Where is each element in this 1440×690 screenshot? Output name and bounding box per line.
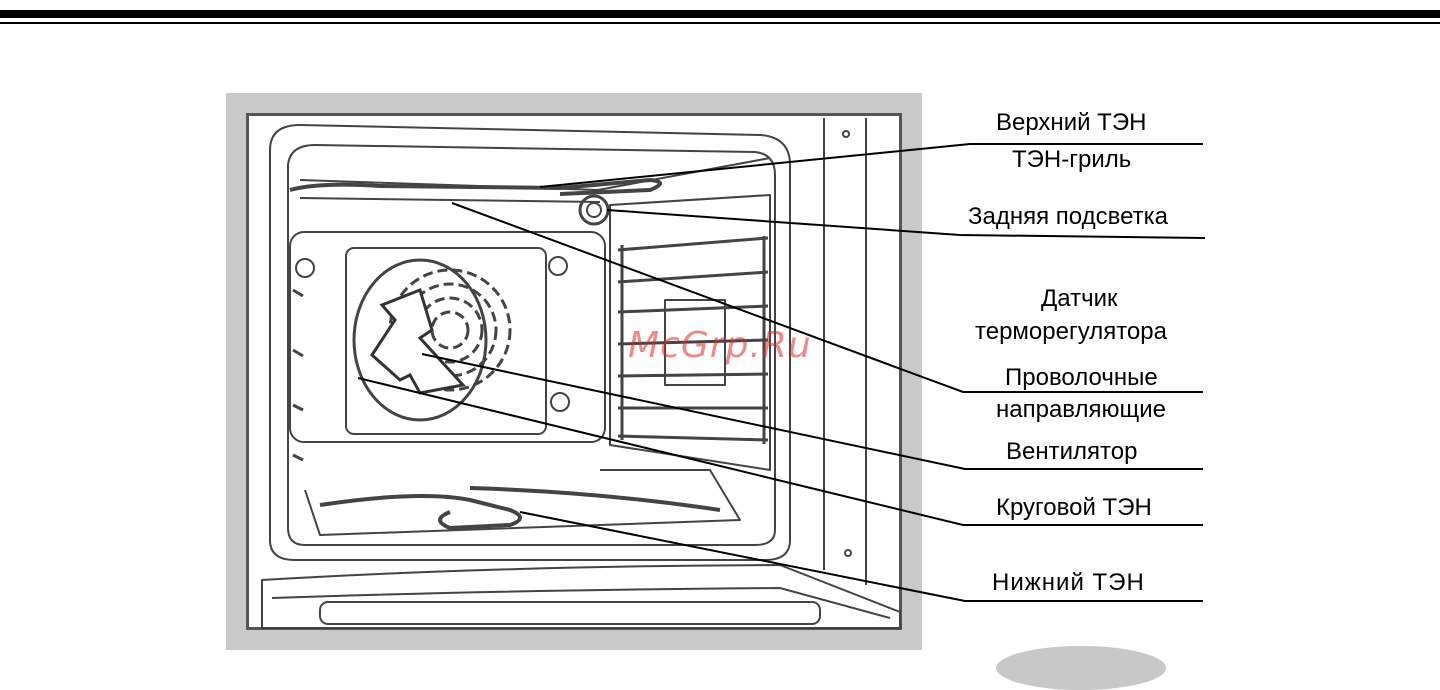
screw-bottom-right	[551, 393, 569, 411]
page-marker-oval	[996, 646, 1166, 690]
label-thermostat-line1: Датчик	[1041, 285, 1117, 313]
rear-light	[580, 196, 608, 224]
wire-guides-left	[293, 290, 303, 460]
label-rear-light: Задняя подсветка	[968, 203, 1168, 231]
label-wire-guides-line2: направляющие	[996, 396, 1166, 424]
oven-door	[262, 565, 900, 628]
fan-blade	[372, 290, 463, 393]
bottom-heater	[320, 496, 520, 528]
screw-top-right	[549, 257, 567, 275]
label-bottom-heater: Нижний ТЭН	[992, 569, 1145, 597]
label-wire-guides-line1: Проволочные	[1005, 364, 1158, 392]
label-fan: Вентилятор	[1006, 438, 1137, 466]
watermark: McGrp.Ru	[628, 325, 812, 366]
label-top-heater: Верхний ТЭН	[996, 109, 1146, 137]
label-grill-heater: ТЭН-гриль	[1012, 146, 1131, 174]
label-ring-heater: Круговой ТЭН	[996, 494, 1152, 522]
label-thermostat-line2: терморегулятора	[975, 318, 1167, 346]
screw-top-left	[296, 259, 314, 277]
